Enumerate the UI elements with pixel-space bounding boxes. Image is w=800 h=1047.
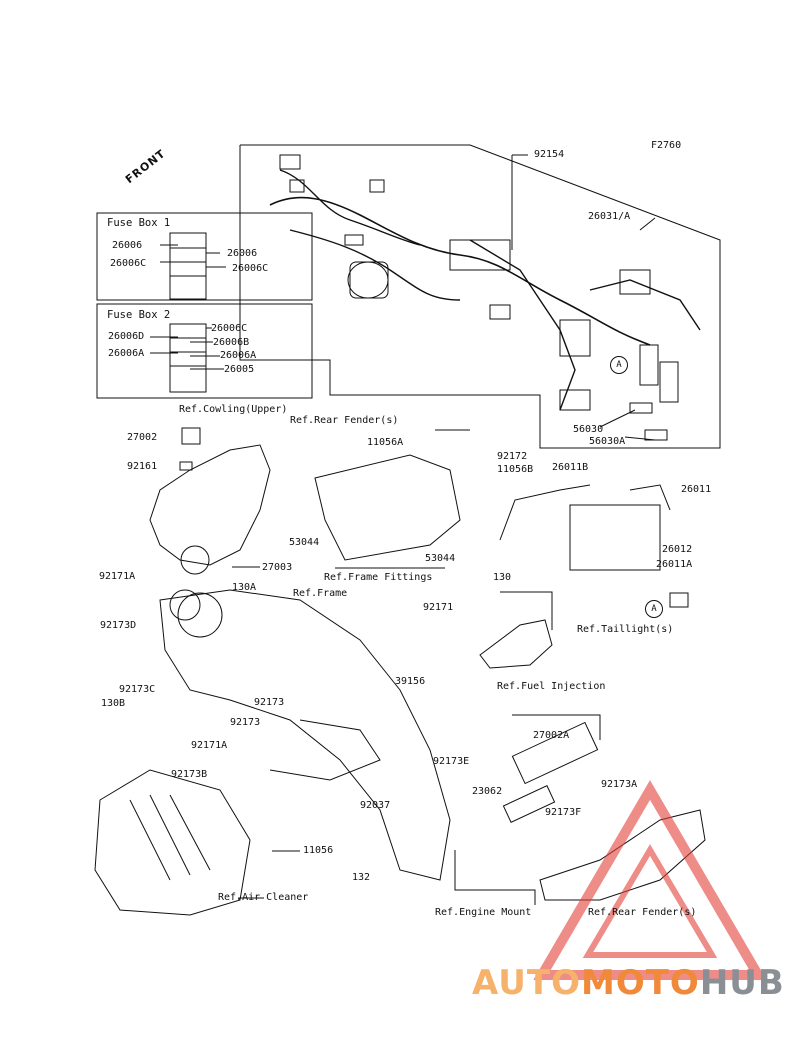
part-number: 92173A (601, 779, 638, 790)
part-number: 92171 (423, 602, 454, 613)
part-number: 23062 (472, 786, 503, 797)
part-number: 92173C (119, 684, 156, 695)
part-number: 92171A (99, 571, 136, 582)
part-number: 132 (352, 872, 371, 883)
part-number: 56030A (589, 436, 626, 447)
fuse-box-1-label: 26006 (112, 240, 143, 251)
watermark-logo (533, 780, 767, 980)
callout-a: A (610, 356, 628, 374)
part-number: 92173 (254, 697, 285, 708)
fuse-box-2-frame (96, 303, 313, 399)
reference-label: Ref.Air Cleaner (218, 892, 309, 903)
part-number: 92173B (171, 769, 208, 780)
part-number: 92161 (127, 461, 158, 472)
part-number: 11056 (303, 845, 334, 856)
reference-label: Ref.Taillight(s) (577, 624, 674, 635)
fuse-box-2-label: 26006B (213, 337, 250, 348)
part-number: 92173 (230, 717, 261, 728)
battery-outline (569, 504, 661, 571)
fuse-box-1-label: 26006C (110, 258, 147, 269)
part-number: 92173E (433, 756, 470, 767)
part-number: 39156 (395, 676, 426, 687)
fuse-box-2-label: 26006D (108, 331, 145, 342)
fuse-box-2-label: 26005 (224, 364, 255, 375)
part-number: 26011A (656, 559, 693, 570)
harness-frame-outline (239, 144, 721, 449)
fuse-box-2-title: Fuse Box 2 (107, 309, 171, 321)
part-number: 92154 (534, 149, 565, 160)
part-number: 56030 (573, 424, 604, 435)
part-number: 92173F (545, 807, 582, 818)
part-number: 27002A (533, 730, 570, 741)
air-cleaner-outline (94, 769, 251, 916)
figure-code: F2760 (651, 140, 682, 151)
fuse-box-1-frame (96, 212, 313, 301)
part-number: 11056B (497, 464, 534, 475)
reference-label: Ref.Frame Fittings (324, 572, 433, 583)
reference-label: Ref.Cowling(Upper) (179, 404, 288, 415)
part-number: 27003 (262, 562, 293, 573)
watermark-text: AUTOMOTOHUB (472, 963, 785, 1003)
part-number: 92173D (100, 620, 137, 631)
callout-a: A (645, 600, 663, 618)
reference-label: Ref.Frame (293, 588, 348, 599)
fuse-box-1-title: Fuse Box 1 (107, 217, 171, 229)
reference-label: Ref.Fuel Injection (497, 681, 606, 692)
fuse-box-1-label: 26006 (227, 248, 258, 259)
part-number: 53044 (425, 553, 456, 564)
part-number: 92037 (360, 800, 391, 811)
part-number: 53044 (289, 537, 320, 548)
part-number: 26031/A (588, 211, 631, 222)
fuse-box-2-label: 26006C (211, 323, 248, 334)
reference-label: Ref.Rear Fender(s) (290, 415, 399, 426)
part-number: 92171A (191, 740, 228, 751)
part-number: 11056A (367, 437, 404, 448)
fuse-box-2-label: 26006A (220, 350, 257, 361)
part-number: 26011 (681, 484, 712, 495)
part-number: 130B (101, 698, 126, 709)
part-number: 92172 (497, 451, 528, 462)
part-number: 130A (232, 582, 257, 593)
part-number: 27002 (127, 432, 158, 443)
reference-label: Ref.Engine Mount (435, 907, 532, 918)
part-number: 26012 (662, 544, 693, 555)
reference-label: Ref.Rear Fender(s) (588, 907, 697, 918)
part-number: 130 (493, 572, 512, 583)
fuse-box-1-label: 26006C (232, 263, 269, 274)
part-number: 26011B (552, 462, 589, 473)
frame-outline (159, 589, 451, 881)
fuse-box-2-label: 26006A (108, 348, 145, 359)
